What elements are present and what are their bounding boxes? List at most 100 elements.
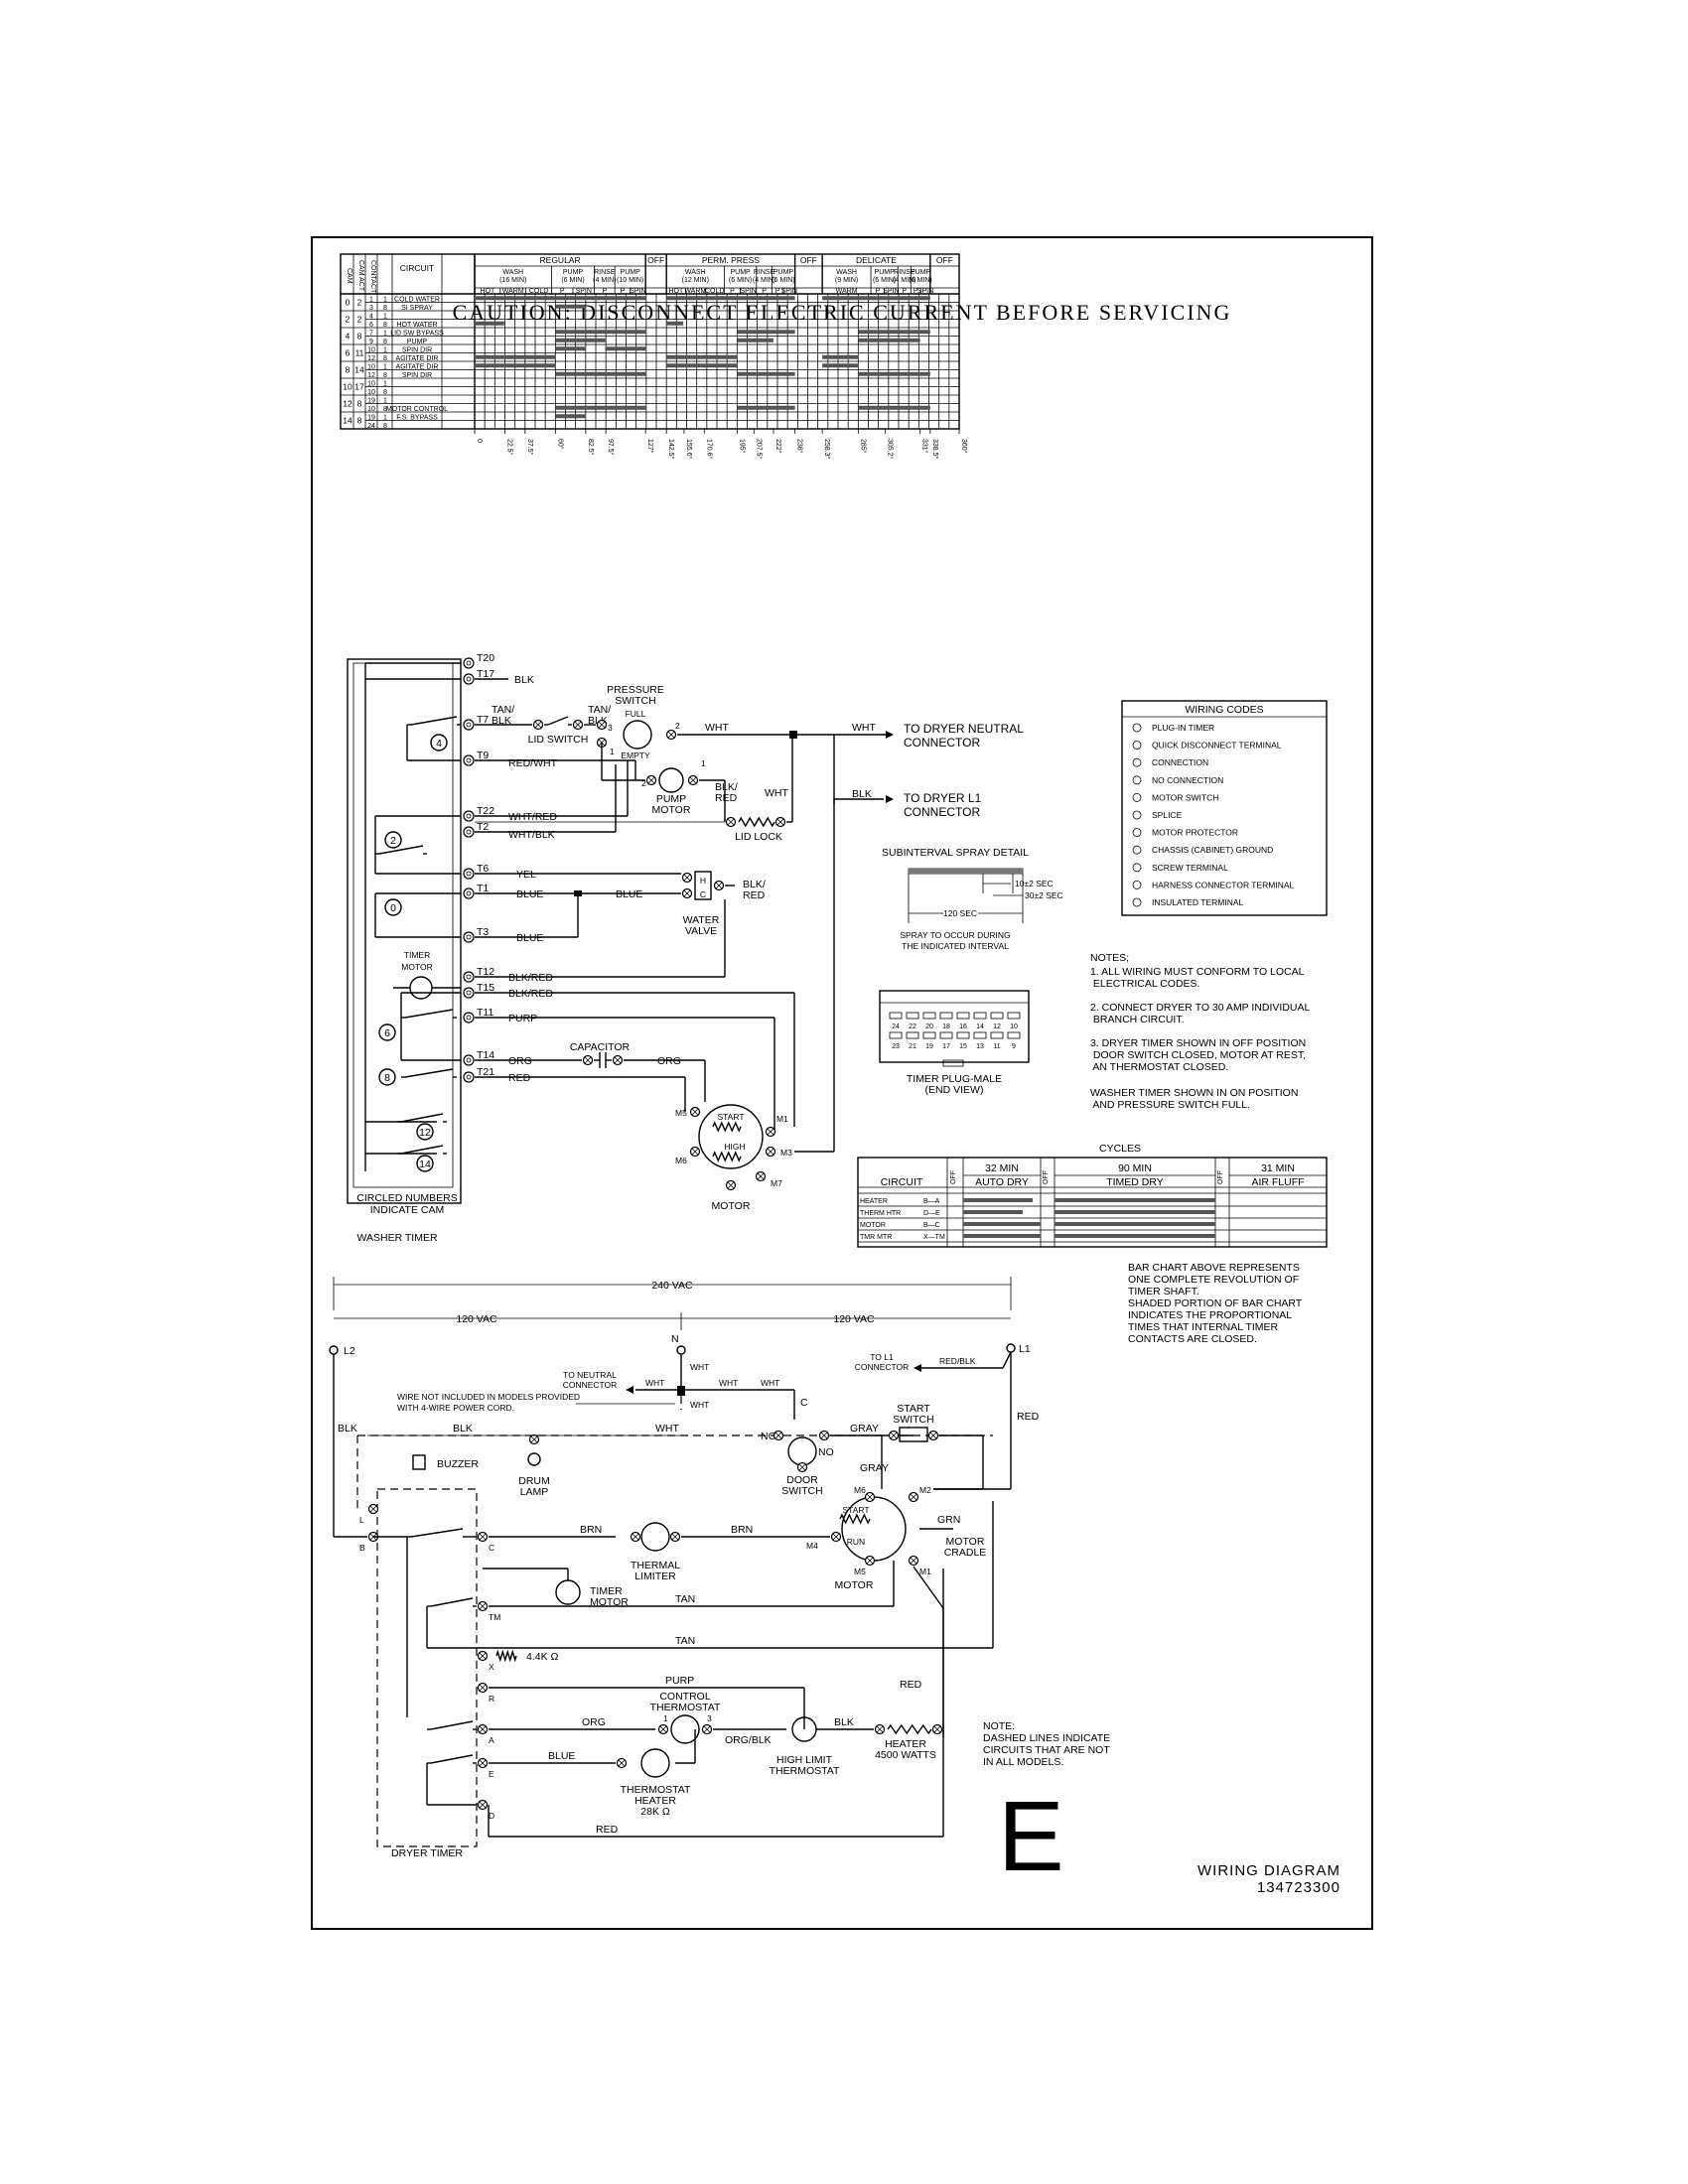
part-label: SPIN [630, 288, 645, 295]
valve-terminal [681, 887, 693, 899]
row-cam: 6 [346, 348, 351, 358]
plug-outer [463, 826, 475, 838]
wire-color: YEL [516, 869, 536, 881]
plug-pin [973, 1012, 987, 1020]
row-position: 8 [383, 389, 387, 396]
pump-motor-symbol [658, 767, 684, 793]
cam-number: 8 [384, 1072, 390, 1084]
phase-label: WASH [836, 269, 857, 276]
ct-terminal [701, 1723, 713, 1735]
phase-duration: (6 MIN) [729, 277, 752, 284]
wiring-code-item: MOTOR SWITCH [1152, 792, 1218, 802]
resistor-label: 4.4K Ω [526, 1651, 559, 1663]
wiring-codes-frame [1121, 700, 1328, 916]
door-pin: NC [761, 1431, 776, 1442]
voltage-120-left: 120 VAC [456, 1313, 497, 1325]
note-1: 1. ALL WIRING MUST CONFORM TO LOCAL ELEC… [1090, 966, 1305, 990]
wire-color: BLK/RED [508, 988, 553, 1000]
door-c [796, 1461, 808, 1473]
row-cam: 12 [343, 399, 352, 409]
timer-contact-bc [410, 1528, 464, 1538]
washer-terminal [463, 673, 475, 685]
plug-inner [466, 1015, 472, 1021]
plug-inner [466, 722, 472, 728]
row-cam-act: 17 [354, 382, 364, 392]
row-cam-act: 8 [357, 332, 362, 341]
washer-terminal [463, 1071, 475, 1083]
wire-color: BLK/RED [715, 781, 738, 804]
pin: M3 [780, 1148, 792, 1158]
plug-outer [463, 987, 475, 999]
buzzer-symbol [412, 1454, 426, 1470]
plug-inner [466, 829, 472, 835]
wire-color: WHT [645, 1378, 664, 1388]
contact-closed-bar [737, 338, 774, 342]
plug-outer [463, 673, 475, 685]
pin: M1 [776, 1114, 788, 1124]
spray-interval-2: 30±2 SEC [1025, 890, 1063, 900]
code-symbol [1132, 881, 1142, 889]
contact-closed-bar [858, 371, 930, 376]
cycle-bar [1055, 1210, 1215, 1214]
code-symbol [1132, 810, 1142, 820]
lid-switch [547, 716, 569, 726]
arrow [914, 1364, 921, 1372]
washer-motor-symbol [698, 1104, 764, 1169]
phase-duration: (16 MIN) [499, 277, 526, 284]
wiring-code-item: INSULATED TERMINAL [1152, 897, 1244, 907]
neutral-label: N [671, 1333, 679, 1345]
degree-tick-label: 331° [921, 439, 929, 454]
plug-outer [463, 810, 475, 822]
wire-color: PURP [665, 1675, 694, 1687]
row-position: 1 [383, 414, 387, 421]
contact-closed-bar [555, 330, 646, 335]
cam12-switch [400, 1113, 444, 1123]
cam-number-circle [378, 1068, 396, 1086]
wire-color: WHT [852, 722, 876, 734]
dryer-timer-motor-symbol [555, 1579, 581, 1605]
timer-motor-symbol [409, 976, 433, 1000]
cycle-label: REGULAR [540, 255, 581, 265]
cam-number: 14 [419, 1159, 431, 1170]
code-symbol [1132, 757, 1142, 767]
note-3: 3. DRYER TIMER SHOWN IN OFF POSITION DOO… [1090, 1037, 1306, 1073]
part-label: P [876, 288, 881, 295]
neutral-terminal [676, 1345, 686, 1355]
plug-outer [463, 719, 475, 731]
cycles-row-name: MOTOR [860, 1222, 886, 1229]
code-symbol [1132, 897, 1142, 907]
cycle-duration: 31 MIN [1261, 1162, 1295, 1174]
row-cam-act: 2 [357, 315, 362, 325]
terminal-cross [479, 1533, 487, 1541]
part-label: P [902, 288, 907, 295]
cycle-bar [1055, 1234, 1215, 1238]
plug-outer [463, 931, 475, 943]
washer-terminal [463, 931, 475, 943]
contact-closed-bar [858, 330, 930, 335]
wire-color: WHT [719, 1378, 738, 1388]
dryer-timer-pin: D [489, 1811, 494, 1821]
wire-color: BLUE [516, 932, 543, 944]
wire-color: ORG [508, 1055, 532, 1067]
washer-terminal [463, 987, 475, 999]
wire-color: WHT/BLK [508, 829, 555, 841]
phase-duration: (6 MIN) [873, 277, 896, 284]
start-switch-symbol [899, 1427, 928, 1442]
full-label: FULL [626, 709, 646, 719]
degree-tick-label: 0 [476, 439, 483, 443]
row-position: 8 [383, 406, 387, 413]
col-header-cam: CAM [346, 268, 352, 284]
plug-inner [466, 871, 472, 877]
row-position: 8 [383, 372, 387, 379]
plug-outer [463, 1012, 475, 1024]
part-label: WARM [502, 288, 524, 295]
pump-terminal [687, 774, 699, 786]
terminal-cross [727, 1181, 735, 1189]
degree-tick-label: 222° [774, 439, 782, 454]
row-contact: 4 [369, 313, 373, 320]
